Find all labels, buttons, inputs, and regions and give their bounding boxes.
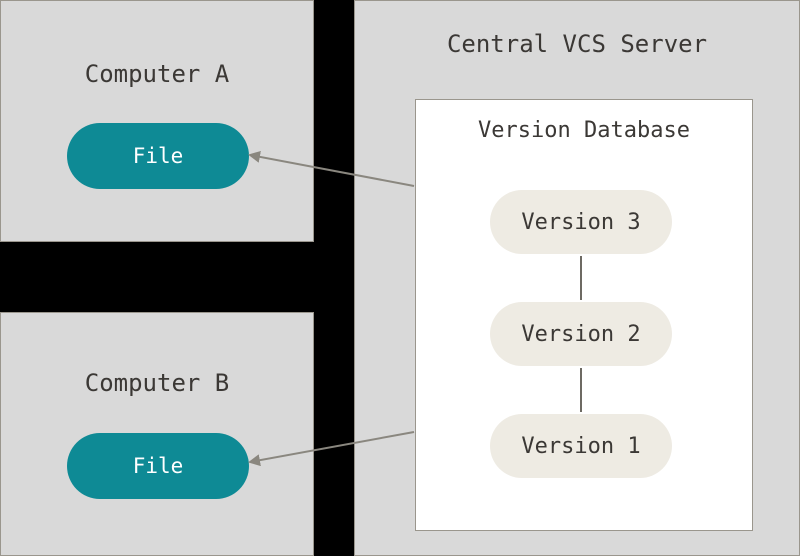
- computer-a-title: Computer A: [84, 60, 230, 88]
- version-2-node: Version 2: [490, 302, 672, 366]
- version-1-node: Version 1: [490, 414, 672, 478]
- server-title: Central VCS Server: [446, 30, 708, 58]
- version-3-node: Version 3: [490, 190, 672, 254]
- computer-a-panel: Computer A File: [0, 0, 314, 242]
- version-connector-line: [580, 256, 582, 300]
- computer-b-title: Computer B: [84, 369, 230, 397]
- computer-b-file-node: File: [67, 433, 249, 499]
- central-vcs-server-panel: Central VCS Server Version Database Vers…: [354, 0, 800, 556]
- version-database-title: Version Database: [478, 118, 690, 143]
- computer-b-panel: Computer B File: [0, 312, 314, 556]
- version-connector-line: [580, 368, 582, 412]
- computer-a-file-node: File: [67, 123, 249, 189]
- version-database-box: Version Database Version 3 Version 2 Ver…: [415, 99, 753, 531]
